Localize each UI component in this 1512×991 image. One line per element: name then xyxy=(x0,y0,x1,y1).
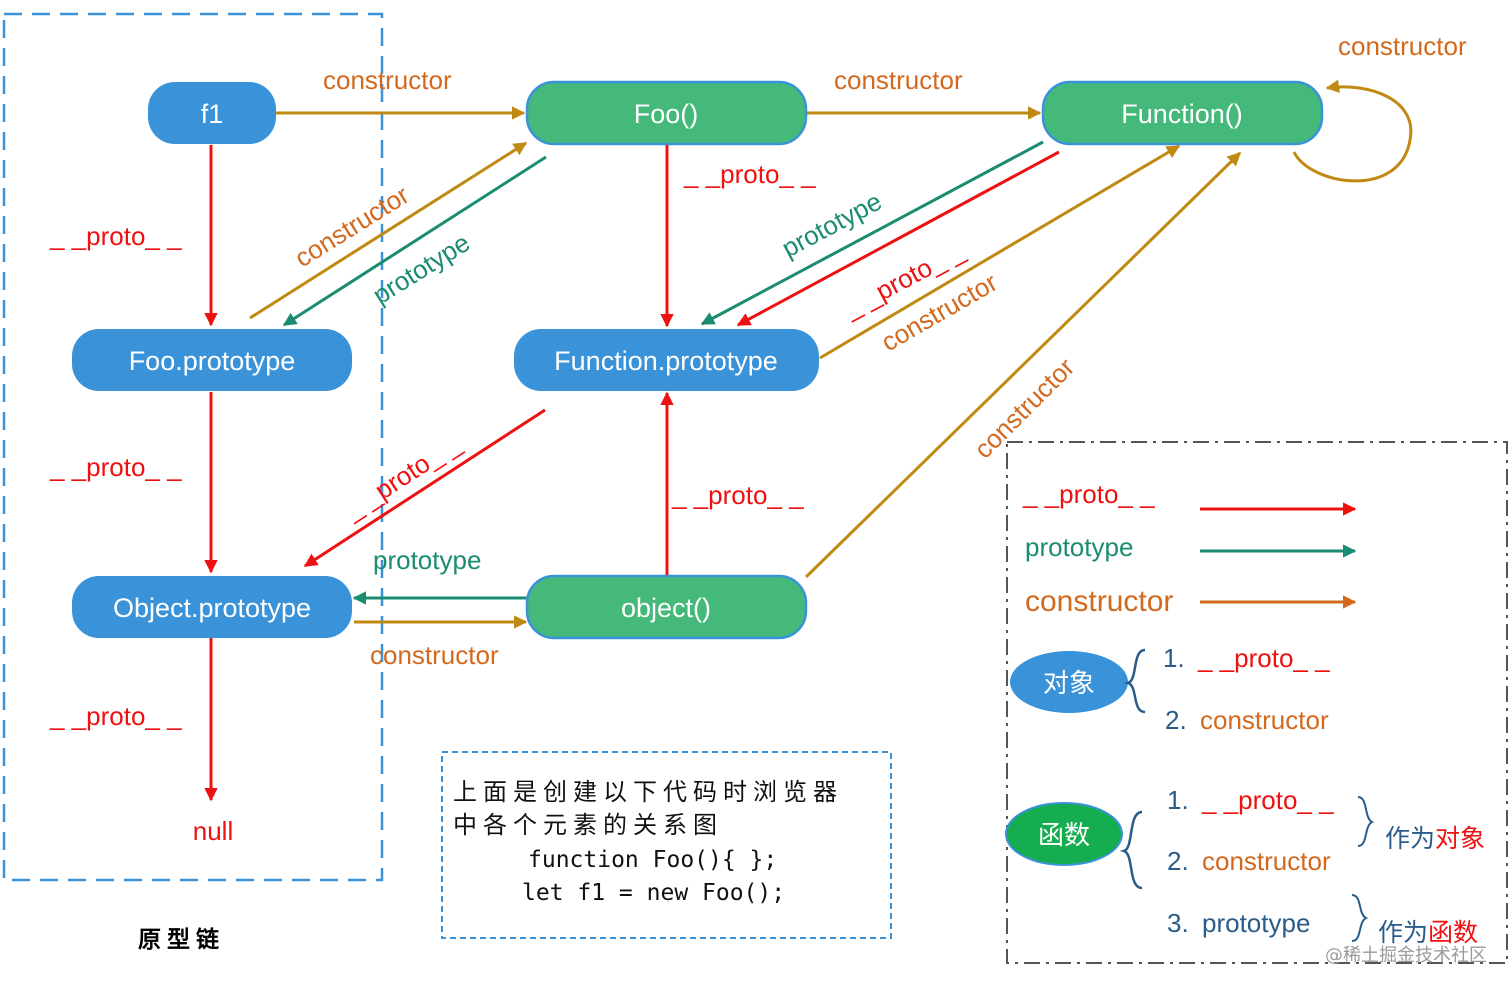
legend-object-badge: 对象 xyxy=(1010,651,1128,713)
label-constructor-f1: constructor xyxy=(323,65,452,95)
legend-as-function: 作为函数 xyxy=(1378,918,1478,947)
legend-function-badge-label: 函数 xyxy=(1038,821,1090,851)
edge-functionprototype-constructor xyxy=(819,144,1181,360)
label-proto-f1: _ _proto_ _ xyxy=(49,221,182,251)
node-function-label: Function() xyxy=(1121,99,1243,129)
node-f1: f1 xyxy=(148,82,276,144)
legend-function-item1: _ _proto_ _ xyxy=(1201,785,1334,815)
legend-prototype-label: prototype xyxy=(1025,532,1133,562)
node-function-prototype-label: Function.prototype xyxy=(554,346,778,376)
edge-function-proto xyxy=(736,150,1060,327)
prototype-chain-box xyxy=(2,12,384,882)
legend-object-brace xyxy=(1123,648,1146,714)
edge-object-constructor xyxy=(804,151,1242,579)
node-object-prototype: Object.prototype xyxy=(72,576,352,638)
edge-function-prototype xyxy=(700,140,1044,326)
legend-as-function-brace xyxy=(1351,894,1369,942)
note-box xyxy=(441,751,892,939)
label-proto-object: _ _proto_ _ xyxy=(671,480,804,510)
legend-as-object-brace xyxy=(1357,796,1375,847)
label-constructor-function-self: constructor xyxy=(1338,31,1467,61)
node-object: object() xyxy=(525,574,808,640)
node-function: Function() xyxy=(1041,80,1324,146)
legend-proto-label: _ _proto_ _ xyxy=(1022,479,1155,509)
legend-function-badge: 函数 xyxy=(1005,802,1123,866)
prototype-chain-caption: 原型链 xyxy=(138,926,225,953)
legend-object-badge-label: 对象 xyxy=(1043,669,1095,699)
note-line-2: 中各个元素的关系图 xyxy=(453,811,723,839)
legend-function-item2: constructor xyxy=(1202,846,1331,876)
legend-box xyxy=(1006,441,1508,964)
label-prototype-foo: prototype xyxy=(367,227,475,310)
node-object-label: object() xyxy=(621,593,711,623)
legend-object-item2: constructor xyxy=(1200,705,1329,735)
edge-foo-prototype xyxy=(282,155,547,327)
label-constructor-object: constructor xyxy=(968,352,1080,464)
legend-function-item1-num: 1. xyxy=(1167,785,1189,815)
node-function-prototype: Function.prototype xyxy=(514,329,819,391)
note-line-4: let f1 = new Foo(); xyxy=(522,880,785,906)
legend-function-item3: prototype xyxy=(1202,908,1310,938)
label-constructor-foo: constructor xyxy=(834,65,963,95)
node-foo-prototype: Foo.prototype xyxy=(72,329,352,391)
legend-function-item2-num: 2. xyxy=(1167,846,1189,876)
label-prototype-object: prototype xyxy=(373,545,481,575)
node-null: null xyxy=(193,816,233,846)
label-constructor-objectprototype: constructor xyxy=(370,640,499,670)
node-foo-label: Foo() xyxy=(634,99,699,129)
node-foo-prototype-label: Foo.prototype xyxy=(129,346,296,376)
legend-function-brace xyxy=(1119,810,1143,890)
legend-constructor-label: constructor xyxy=(1025,585,1173,618)
legend-object-item1-num: 1. xyxy=(1163,643,1185,673)
node-object-prototype-label: Object.prototype xyxy=(113,593,311,623)
node-f1-label: f1 xyxy=(201,99,224,129)
note-line-3: function Foo(){ }; xyxy=(528,847,777,873)
label-proto-functionprototype: _ _proto_ _ xyxy=(338,428,466,526)
label-proto-objectprototype: _ _proto_ _ xyxy=(49,701,182,731)
node-foo: Foo() xyxy=(525,80,808,146)
note-line-1: 上面是创建以下代码时浏览器 xyxy=(453,778,843,806)
legend-function-item3-num: 3. xyxy=(1167,908,1189,938)
legend-as-object: 作为对象 xyxy=(1385,824,1485,853)
edge-functionprototype-proto xyxy=(303,408,546,568)
legend-object-item1: _ _proto_ _ xyxy=(1197,643,1330,673)
label-proto-foo: _ _proto_ _ xyxy=(683,159,816,189)
edge-function-constructor-self xyxy=(1292,79,1413,183)
edge-fooprototype-constructor xyxy=(249,141,528,320)
legend-object-item2-num: 2. xyxy=(1165,705,1187,735)
label-proto-fooprototype: _ _proto_ _ xyxy=(49,452,182,482)
label-prototype-function: prototype xyxy=(777,186,887,263)
watermark: @稀土掘金技术社区 xyxy=(1325,945,1487,966)
